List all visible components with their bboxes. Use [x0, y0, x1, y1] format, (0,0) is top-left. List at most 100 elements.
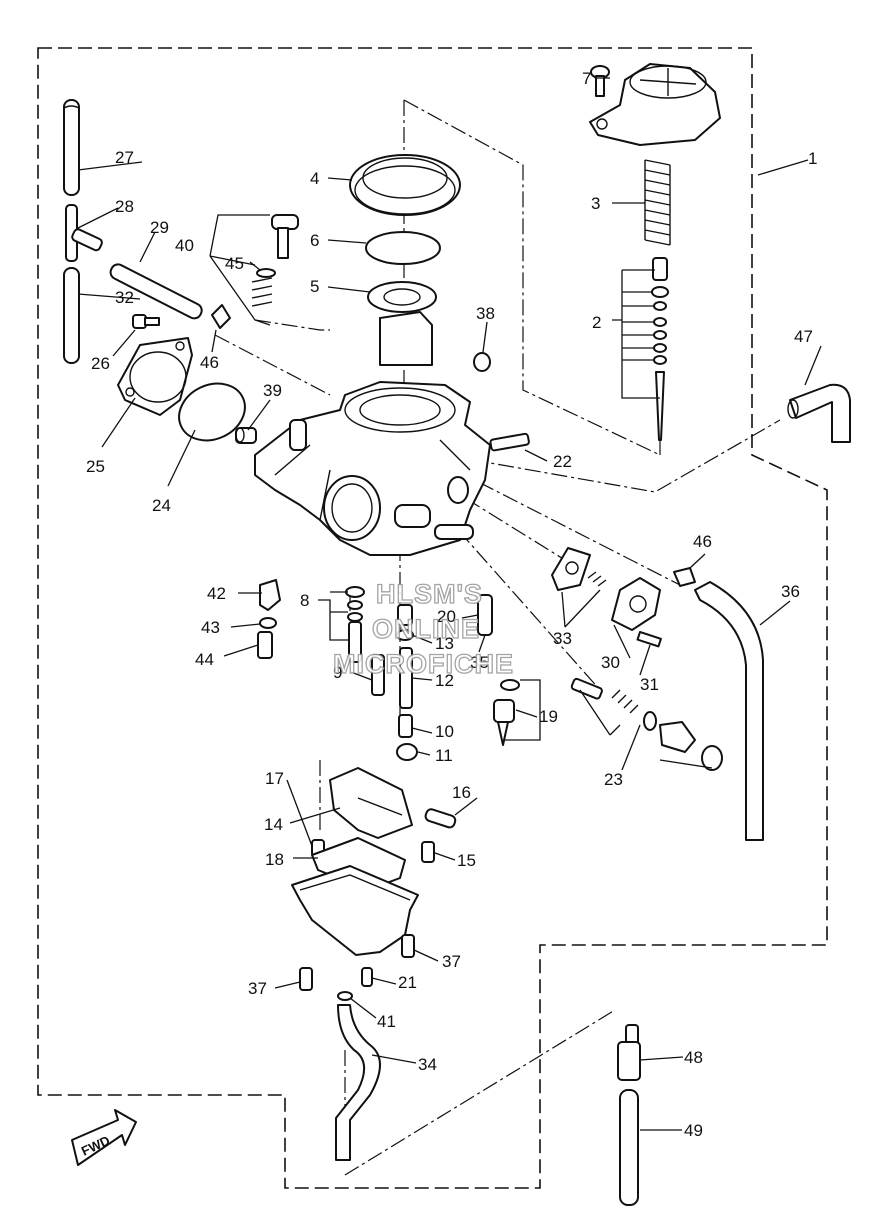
- callout-10: 10: [435, 722, 454, 741]
- part-spring-33: [587, 571, 607, 587]
- callout-39: 39: [263, 381, 282, 400]
- part-pin-16: [424, 808, 457, 829]
- watermark-line-2: ONLINE: [372, 614, 480, 644]
- callout-14: 14: [264, 815, 283, 834]
- alignment-lines: [214, 99, 781, 1176]
- part-cover-plate-25: [117, 337, 193, 416]
- callout-4: 4: [310, 169, 319, 188]
- part-jet-22: [489, 432, 530, 452]
- part-clip-41: [337, 991, 353, 1001]
- callout-30: 30: [601, 653, 620, 672]
- callout-43: 43: [201, 618, 220, 637]
- callout-38: 38: [476, 304, 495, 323]
- callout-28: 28: [115, 197, 134, 216]
- leader-lines: [77, 77, 822, 1131]
- part-hose-32: [63, 267, 80, 364]
- callout-17: 17: [265, 769, 284, 788]
- part-clip-46: [211, 304, 231, 329]
- part-fitting-48: [617, 1024, 641, 1081]
- part-needle-jet-12: [371, 654, 385, 696]
- watermark-line-1: HLSM'S: [376, 579, 483, 609]
- part-float-bowl: [291, 865, 419, 956]
- callout-13: 13: [435, 634, 454, 653]
- callout-48: 48: [684, 1048, 703, 1067]
- callout-46b: 46: [693, 532, 712, 551]
- callout-5: 5: [310, 277, 319, 296]
- callout-8: 8: [300, 591, 309, 610]
- callout-44: 44: [195, 650, 214, 669]
- callout-45: 45: [225, 254, 244, 273]
- part-screw-37a: [401, 934, 415, 958]
- part-screw-40: [251, 214, 299, 307]
- callout-19: 19: [539, 707, 558, 726]
- part-jet-stack-10-13: [396, 604, 418, 761]
- part-piston-5: [367, 281, 437, 366]
- part-o-ring-6: [365, 231, 441, 265]
- part-bracket-42: [259, 579, 281, 611]
- part-o-ring-45: [256, 268, 276, 278]
- watermark: HLSM'S ONLINE MICROFICHE: [332, 578, 514, 679]
- part-hose-49: [619, 1089, 639, 1206]
- part-elbow-hose-47: [787, 383, 851, 443]
- part-drain-hose-34: [335, 1004, 381, 1161]
- callout-12: 12: [435, 671, 454, 690]
- part-plug-39: [235, 427, 257, 444]
- callout-20: 20: [437, 607, 456, 626]
- part-float-14: [329, 767, 413, 839]
- part-screw-7: [590, 65, 610, 97]
- callout-33: 33: [553, 629, 572, 648]
- callout-1: 1: [808, 149, 817, 168]
- part-cover-30: [611, 577, 661, 631]
- part-screw-37b: [299, 967, 313, 991]
- part-spring-3: [644, 159, 671, 246]
- callout-49: 49: [684, 1121, 703, 1140]
- callout-47: 47: [794, 327, 813, 346]
- callout-21: 21: [398, 973, 417, 992]
- part-diaphragm-4: [349, 154, 461, 216]
- part-screw-15: [421, 841, 435, 863]
- part-washer-43: [259, 617, 277, 629]
- part-clip-46b: [673, 567, 696, 587]
- callout-34: 34: [418, 1055, 437, 1074]
- assembly-boundary: [37, 47, 828, 1189]
- part-screw-38: [473, 352, 491, 372]
- callout-29: 29: [150, 218, 169, 237]
- part-hose-27: [63, 99, 80, 196]
- callout-23: 23: [604, 770, 623, 789]
- part-float-valve-19: [493, 679, 520, 746]
- callout-7: 7: [582, 69, 591, 88]
- callout-24: 24: [152, 496, 171, 515]
- callout-40: 40: [175, 236, 194, 255]
- callout-16: 16: [452, 783, 471, 802]
- callout-18: 18: [265, 850, 284, 869]
- callout-46a: 46: [200, 353, 219, 372]
- callout-41: 41: [377, 1012, 396, 1031]
- callout-27: 27: [115, 148, 134, 167]
- part-pipe-29: [109, 263, 203, 320]
- callout-31: 31: [640, 675, 659, 694]
- callout-9: 9: [333, 663, 342, 682]
- callout-11: 11: [435, 746, 453, 765]
- part-needle-set-2: [651, 257, 669, 441]
- callout-25: 25: [86, 457, 105, 476]
- callout-36: 36: [781, 582, 800, 601]
- callout-37b: 37: [248, 979, 267, 998]
- part-gasket-24: [178, 382, 246, 442]
- part-pilot-screw-9: [345, 586, 365, 663]
- callout-22: 22: [553, 452, 572, 471]
- callout-6: 6: [310, 231, 319, 250]
- callout-labels: 1 2 3 4 5 6 7 8 9 10 11 12 13 14 15 16 1…: [86, 69, 817, 1140]
- part-gasket-18: [311, 837, 406, 891]
- part-screw-31: [636, 631, 662, 648]
- part-screw-21: [361, 967, 373, 987]
- fwd-arrow-icon: FWD: [71, 1109, 137, 1166]
- part-fitting-44: [257, 631, 273, 659]
- callout-42: 42: [207, 584, 226, 603]
- callout-37a: 37: [442, 952, 461, 971]
- callout-15: 15: [457, 851, 476, 870]
- callout-2: 2: [592, 313, 601, 332]
- part-gasket-33: [551, 547, 591, 591]
- part-screw-26: [132, 314, 160, 329]
- watermark-line-3: MICROFICHE: [333, 649, 514, 679]
